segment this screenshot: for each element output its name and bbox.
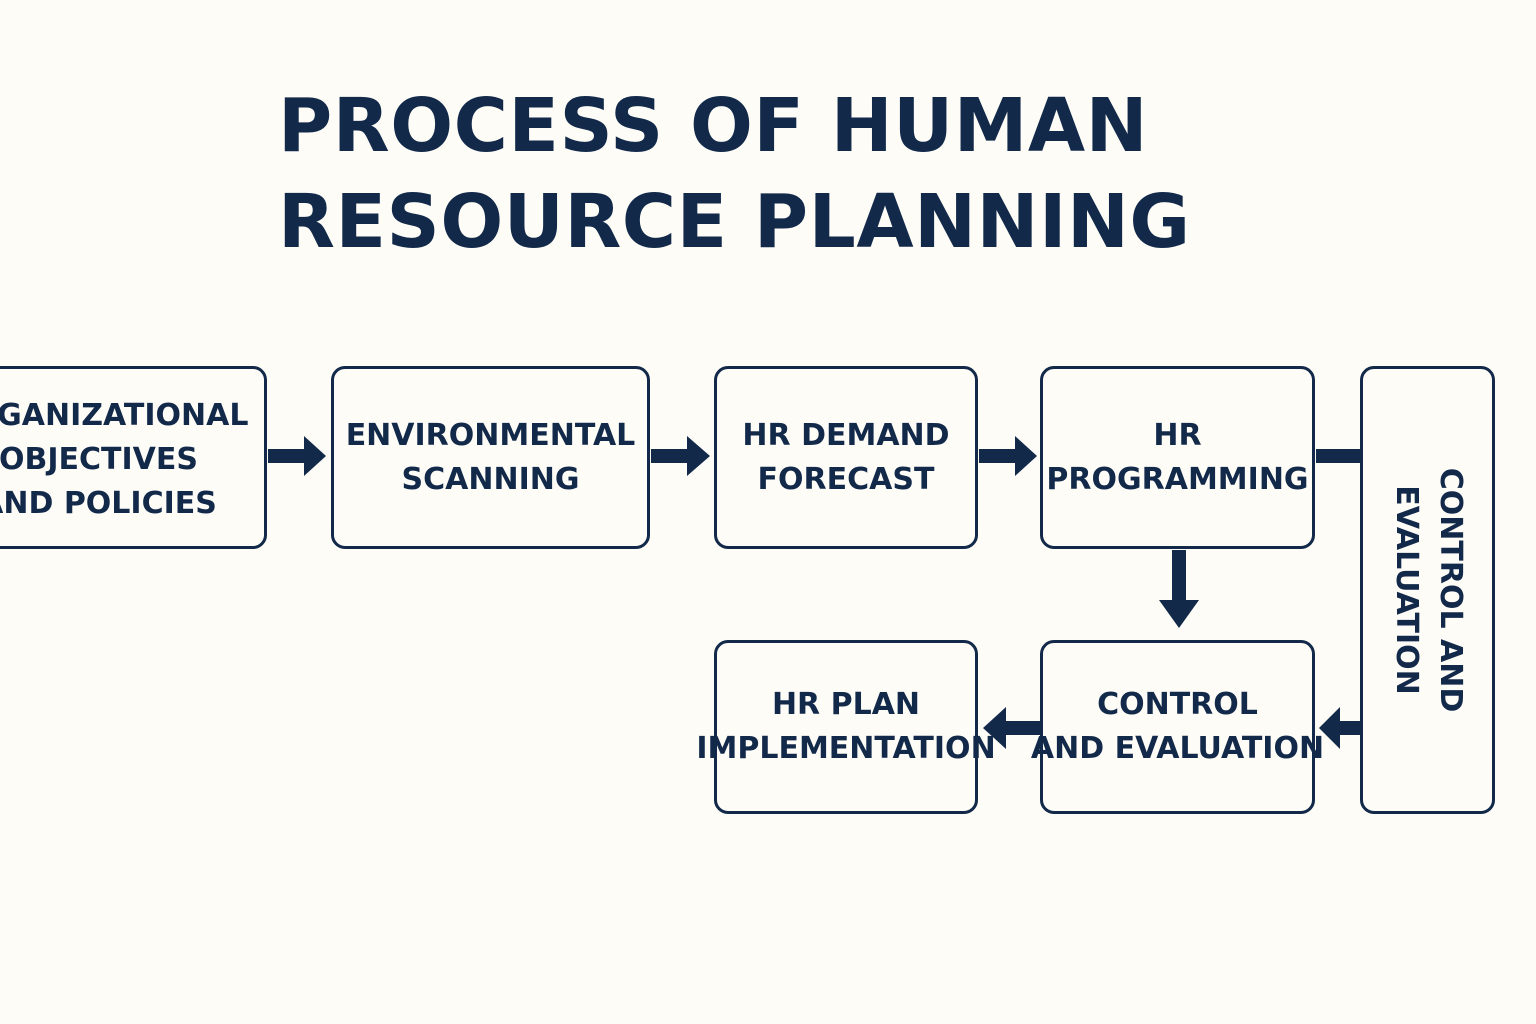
title-line-2: RESOURCE PLANNING <box>278 179 1191 265</box>
arrow-right-icon <box>268 436 326 476</box>
step-control-and-evaluation: CONTROL AND EVALUATION <box>1031 640 1324 814</box>
step-label-line: SCANNING <box>401 461 580 497</box>
arrow-left-icon <box>1319 707 1361 749</box>
step-label-line: CONTROL <box>1097 687 1258 722</box>
page-title: PROCESS OF HUMAN RESOURCE PLANNING <box>278 78 1191 270</box>
step-label-line: HR PLAN <box>771 687 921 722</box>
step-label-line: AND POLICIES <box>0 485 217 521</box>
step-label-line: ORGANIZATIONAL <box>0 397 249 433</box>
title-line-1: PROCESS OF HUMAN <box>278 83 1149 169</box>
side-label: CONTROL AND EVALUATION <box>1384 468 1472 712</box>
connector-line <box>1316 449 1360 463</box>
step-label-line: ENVIRONMENTAL <box>345 417 636 453</box>
step-label-line: PROGRAMMING <box>1046 461 1309 497</box>
side-label-line: CONTROL AND <box>1432 467 1468 713</box>
step-hr-programming: HR PROGRAMMING <box>1040 366 1315 549</box>
step-hr-demand-forecast: HR DEMAND FORECAST <box>714 366 978 549</box>
side-control-and-evaluation: CONTROL AND EVALUATION <box>1360 366 1495 814</box>
step-label-line: AND EVALUATION <box>1030 731 1325 766</box>
step-label-line: FORECAST <box>757 461 935 497</box>
side-label-line: EVALUATION <box>1388 485 1424 695</box>
step-label-line: IMPLEMENTATION <box>696 731 996 766</box>
step-organizational-objectives: ORGANIZATIONAL OBJECTIVES AND POLICIES <box>0 366 267 549</box>
arrow-down-icon <box>1159 550 1199 628</box>
step-label-line: HR DEMAND <box>742 417 950 453</box>
step-label-line: HR <box>1153 417 1202 453</box>
arrow-right-icon <box>979 436 1037 476</box>
step-label-line: OBJECTIVES <box>0 441 198 477</box>
step-hr-plan-implementation: HR PLAN IMPLEMENTATION <box>696 640 996 814</box>
arrow-right-icon <box>651 436 710 476</box>
step-environmental-scanning: ENVIRONMENTAL SCANNING <box>331 366 650 549</box>
